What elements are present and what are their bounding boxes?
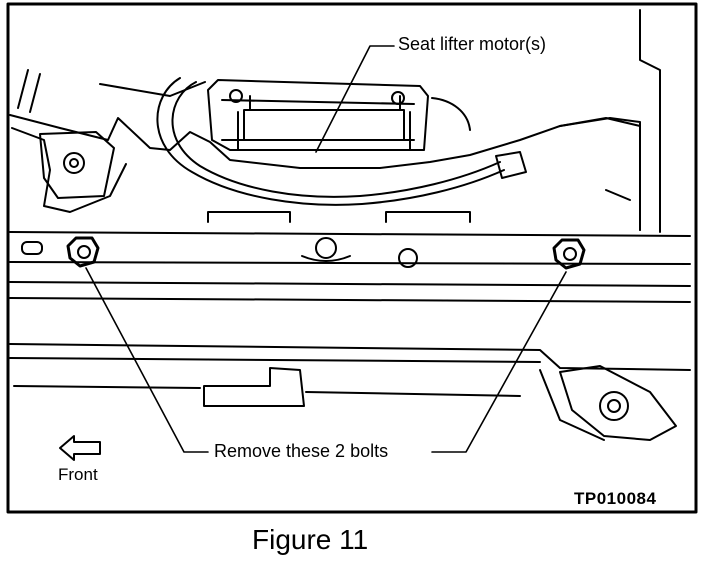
rail-cutout <box>203 367 305 407</box>
seat-frame-upper <box>9 114 641 231</box>
motor-leader-line <box>315 45 395 153</box>
motor-mount-bolt-left <box>229 89 243 103</box>
bolt-leader-line-left <box>85 267 209 453</box>
left-mount-tab <box>39 131 115 199</box>
illustration-border <box>6 2 698 514</box>
left-mount-hole <box>63 152 85 174</box>
seat-frame-ridge <box>11 127 127 213</box>
figure-caption: Figure 11 <box>252 524 369 555</box>
bolt-leader-line-right <box>431 271 567 453</box>
bolts-callout-label: Remove these 2 bolts <box>214 441 389 461</box>
reference-code: TP010084 <box>574 489 657 508</box>
motor-callout-label: Seat lifter motor(s) <box>398 34 547 54</box>
rail-rivet-center <box>315 237 337 259</box>
front-arrow-icon <box>59 435 101 461</box>
motor-body <box>243 109 405 141</box>
lower-rail <box>9 231 691 371</box>
right-bracket <box>559 9 661 233</box>
bolt-left <box>66 236 100 268</box>
motor-cable <box>171 81 501 198</box>
front-direction-label: Front <box>58 465 98 484</box>
motor-mount-bolt-right <box>391 91 405 105</box>
frame-slots <box>207 211 471 223</box>
bolt-right <box>552 238 586 270</box>
rail-rivet-right <box>398 248 418 268</box>
motor-housing <box>207 79 429 151</box>
rear-anchor-hole <box>599 391 629 421</box>
upper-left-arm <box>17 69 206 113</box>
cable-connector <box>495 151 527 179</box>
rail-slot-left <box>21 241 43 255</box>
rear-anchor-tab <box>559 365 677 441</box>
